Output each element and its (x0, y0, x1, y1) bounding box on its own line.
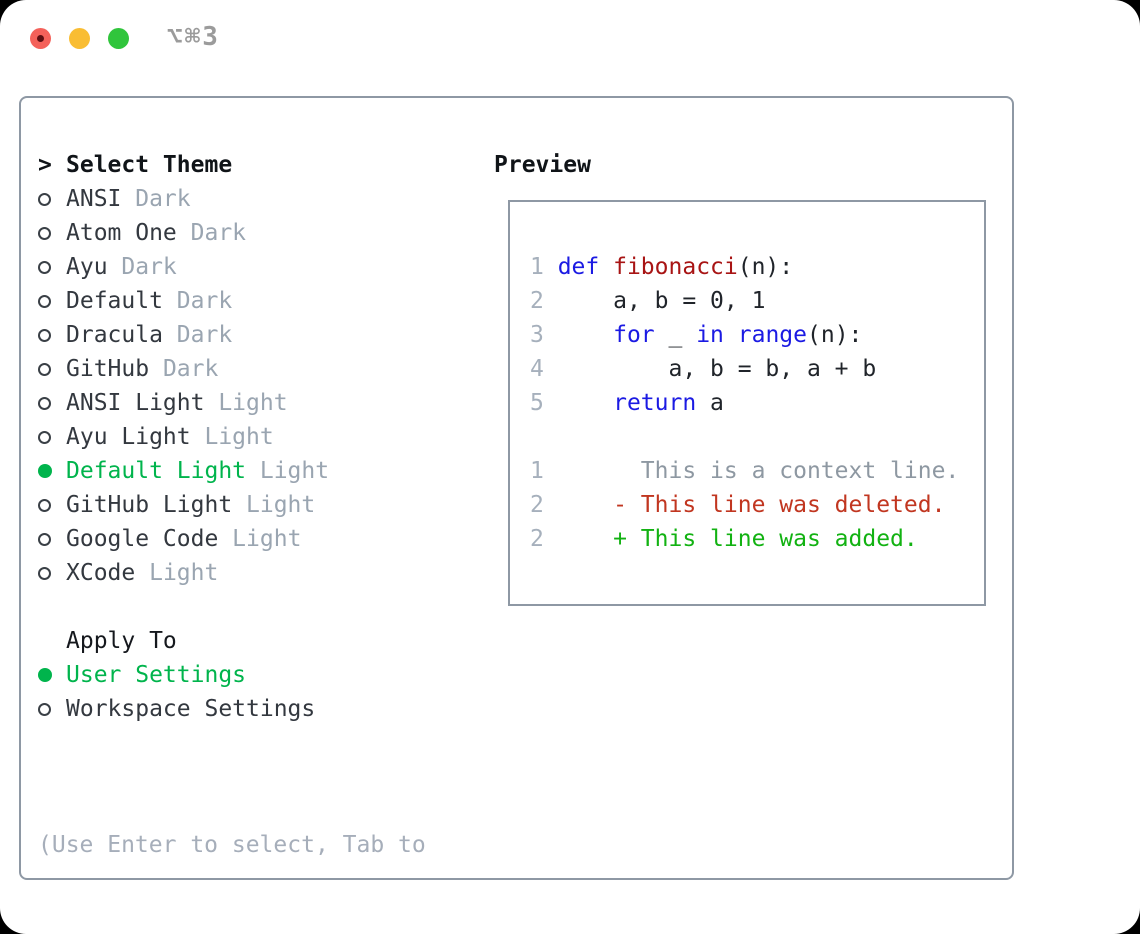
theme-option-label: GitHub Light (66, 492, 233, 518)
radio-icon (38, 430, 66, 444)
radio-icon (38, 328, 66, 342)
preview-line (530, 420, 984, 454)
line-number: 2 (530, 288, 558, 314)
theme-variant-label: Light (218, 526, 302, 552)
theme-variant-label: Light (232, 492, 316, 518)
radio-icon (38, 226, 66, 240)
maximize-button[interactable] (108, 28, 129, 49)
theme-option-google-code[interactable]: Google Code Light (38, 522, 426, 556)
theme-variant-label: Dark (121, 186, 191, 212)
theme-option-label: ANSI (66, 186, 122, 212)
theme-option-label: Ayu Light (66, 424, 191, 450)
radio-icon (38, 362, 66, 376)
apply-to-header: Apply To (38, 624, 426, 658)
apply-option-label: Workspace Settings (66, 696, 316, 722)
help-line-2: change focus) (38, 930, 426, 934)
radio-icon (38, 260, 66, 274)
theme-option-dracula[interactable]: Dracula Dark (38, 318, 426, 352)
radio-icon (38, 294, 66, 308)
apply-option-user-settings[interactable]: User Settings (38, 658, 426, 692)
line-number: 1 (530, 254, 558, 280)
theme-variant-label: Dark (107, 254, 177, 280)
theme-option-label: GitHub (66, 356, 150, 382)
window-title: ⌥⌘3 (167, 22, 220, 52)
theme-variant-label: Dark (176, 220, 247, 246)
preview-line: 2 - This line was deleted. (530, 492, 946, 518)
help-text: (Use Enter to select, Tab to change focu… (38, 760, 426, 934)
radio-icon (38, 532, 66, 546)
select-theme-title: Select Theme (66, 152, 233, 178)
radio-selected-icon (38, 464, 66, 478)
theme-option-default-light[interactable]: Default Light Light (38, 454, 426, 488)
theme-variant-label: Dark (162, 288, 233, 314)
theme-option-ayu[interactable]: Ayu Dark (38, 250, 426, 284)
preview-line: 4 a, b = b, a + b (530, 356, 877, 382)
close-button[interactable] (30, 28, 51, 49)
titlebar: ⌥⌘3 (0, 0, 1140, 96)
theme-option-atom-one[interactable]: Atom One Dark (38, 216, 426, 250)
close-dot-icon (37, 35, 44, 42)
radio-icon (38, 396, 66, 410)
apply-to-title: Apply To (66, 628, 177, 654)
preview-line: 5 return a (530, 390, 724, 416)
radio-selected-icon (38, 668, 66, 682)
theme-option-ansi[interactable]: ANSI Dark (38, 182, 426, 216)
apply-option-workspace-settings[interactable]: Workspace Settings (38, 692, 426, 726)
focus-cursor-icon: > (38, 152, 52, 178)
line-number: 5 (530, 390, 558, 416)
theme-option-label: Atom One (66, 220, 177, 246)
line-number: 3 (530, 322, 558, 348)
theme-option-ayu-light[interactable]: Ayu Light Light (38, 420, 426, 454)
theme-option-label: Ayu (66, 254, 108, 280)
theme-variant-label: Dark (149, 356, 219, 382)
help-line-1: (Use Enter to select, Tab to (38, 832, 426, 858)
preview-line: 3 for _ in range(n): (530, 322, 863, 348)
radio-icon (38, 192, 66, 206)
theme-option-xcode[interactable]: XCode Light (38, 556, 426, 590)
theme-option-label: Default (66, 288, 163, 314)
theme-variant-label: Light (246, 458, 330, 484)
theme-variant-label: Light (135, 560, 219, 586)
theme-variant-label: Light (190, 424, 274, 450)
theme-option-label: Google Code (66, 526, 219, 552)
theme-variant-label: Light (204, 390, 288, 416)
line-number: 2 (530, 526, 558, 552)
theme-option-label: ANSI Light (66, 390, 205, 416)
theme-variant-label: Dark (162, 322, 233, 348)
line-number: 4 (530, 356, 558, 382)
preview-column: Preview 1 def fibonacci(n): 2 a, b = 0, 1… (494, 148, 986, 606)
line-number: 2 (530, 492, 558, 518)
theme-option-github[interactable]: GitHub Dark (38, 352, 426, 386)
radio-icon (38, 702, 66, 716)
preview-line: 1 def fibonacci(n): (530, 254, 794, 280)
preview-line: 2 a, b = 0, 1 (530, 288, 766, 314)
theme-option-label: Default Light (66, 458, 247, 484)
preview-line: 2 + This line was added. (530, 526, 918, 552)
preview-box: 1 def fibonacci(n): 2 a, b = 0, 1 3 for _ … (508, 200, 986, 606)
theme-option-default[interactable]: Default Dark (38, 284, 426, 318)
preview-title: Preview (494, 152, 591, 178)
radio-icon (38, 566, 66, 580)
apply-option-label: User Settings (66, 662, 247, 688)
radio-icon (38, 498, 66, 512)
select-theme-header: > Select Theme (38, 148, 426, 182)
line-number: 1 (530, 458, 558, 484)
theme-option-label: Dracula (66, 322, 163, 348)
preview-line: 1 This is a context line. (530, 458, 960, 484)
theme-option-ansi-light[interactable]: ANSI Light Light (38, 386, 426, 420)
theme-option-label: XCode (66, 560, 136, 586)
minimize-button[interactable] (69, 28, 90, 49)
theme-option-github-light[interactable]: GitHub Light Light (38, 488, 426, 522)
